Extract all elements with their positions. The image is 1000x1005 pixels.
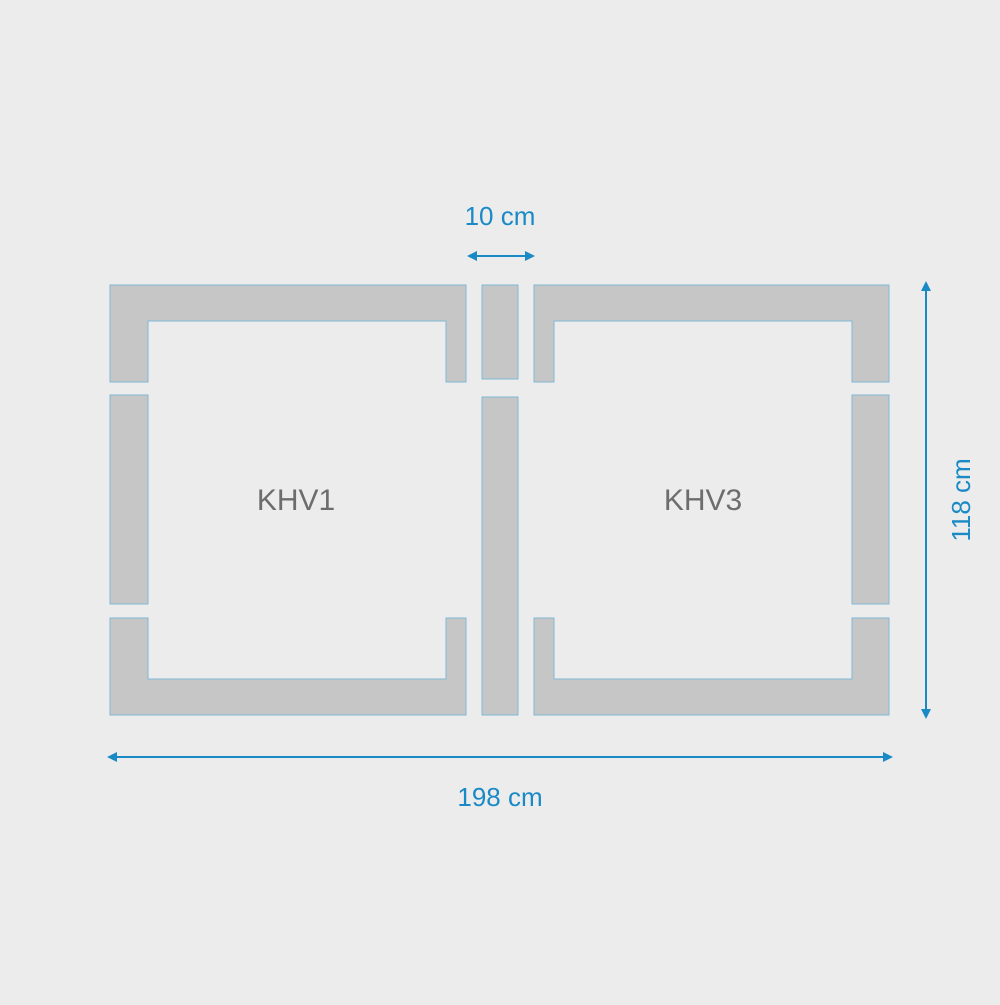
gap-dimension-label: 10 cm <box>465 201 536 231</box>
connector-top-piece <box>481 284 519 380</box>
middle-connector <box>481 284 519 716</box>
khv1-bottom-frame <box>109 617 467 716</box>
connector-long-piece <box>481 396 519 716</box>
khv3-bottom-frame <box>533 617 890 716</box>
height-dimension: 118 cm <box>921 281 976 719</box>
khv1-top-frame <box>109 284 467 383</box>
height-dimension-label: 118 cm <box>946 458 976 541</box>
khv1-label: KHV1 <box>257 484 335 517</box>
khv3-top-frame <box>533 284 890 383</box>
khv3-label: KHV3 <box>664 484 742 517</box>
width-dimension-label: 198 cm <box>457 782 542 812</box>
window-khv3: KHV3 <box>533 284 890 716</box>
gap-dimension: 10 cm <box>465 201 536 261</box>
khv3-right-side-frame <box>851 394 890 605</box>
window-khv1: KHV1 <box>109 284 467 716</box>
width-dimension: 198 cm <box>107 752 893 812</box>
khv1-left-side-frame <box>109 394 149 605</box>
